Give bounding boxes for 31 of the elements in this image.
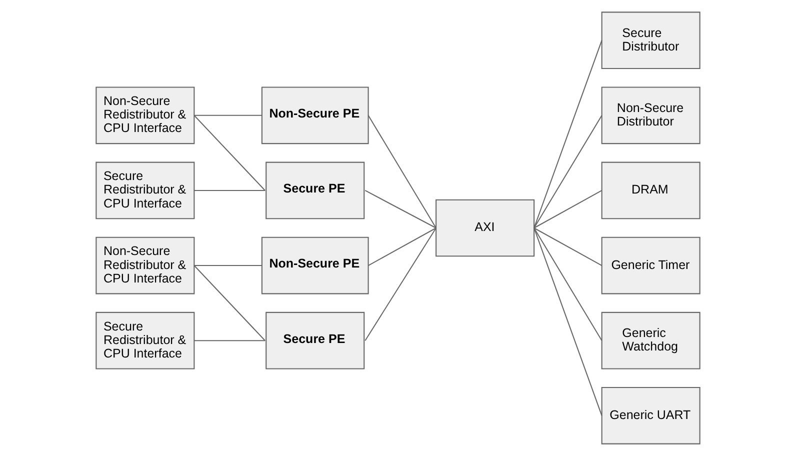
node-box: Generic Watchdog: [601, 312, 700, 370]
node-box: Secure PE: [266, 162, 365, 220]
connector: [194, 340, 266, 342]
node-box: DRAM: [601, 162, 700, 220]
node-box: Non-Secure Redistributor & CPU Interface: [96, 236, 195, 294]
connector: [534, 228, 602, 416]
connector: [368, 228, 436, 266]
node-box: Secure PE: [266, 312, 365, 370]
node-box: Generic Timer: [601, 236, 700, 294]
connector: [194, 114, 262, 116]
node-box: Secure Redistributor & CPU Interface: [96, 312, 195, 370]
node-box: Non-Secure Redistributor & CPU Interface: [96, 86, 195, 144]
connector: [534, 40, 602, 228]
node-box: Non-Secure PE: [261, 236, 369, 294]
connector: [534, 228, 602, 266]
node-box: Secure Distributor: [601, 12, 700, 69]
connector: [194, 190, 266, 191]
connector: [534, 228, 602, 341]
connector: [534, 190, 602, 228]
connector: [194, 115, 266, 191]
connector: [364, 190, 436, 228]
connector: [368, 115, 436, 228]
node-box: AXI: [436, 199, 535, 257]
connector: [194, 265, 266, 341]
node-box: Generic UART: [601, 387, 700, 444]
connector: [364, 228, 436, 341]
node-box: Secure Redistributor & CPU Interface: [96, 162, 195, 220]
connector: [194, 265, 262, 266]
node-box: Non-Secure Distributor: [601, 86, 700, 144]
node-box: Non-Secure PE: [261, 86, 369, 144]
connector: [534, 115, 602, 228]
